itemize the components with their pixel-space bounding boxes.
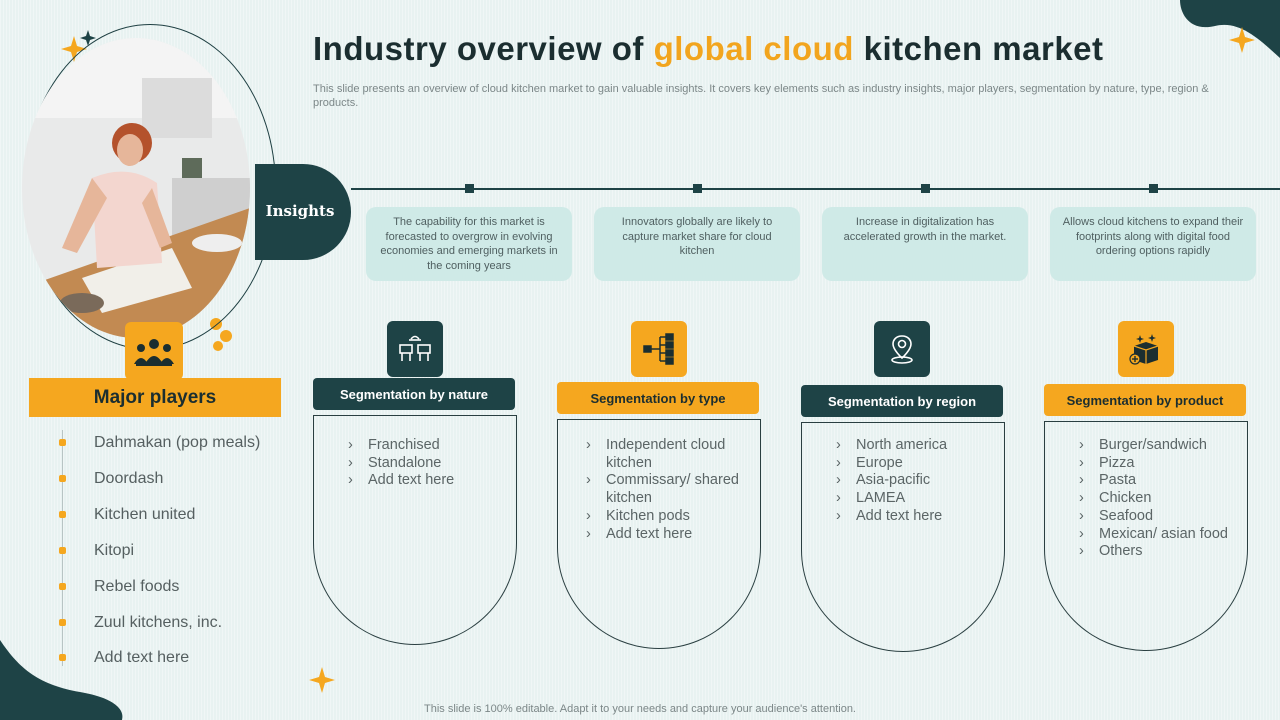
list-item: Pasta [1079, 472, 1239, 490]
major-player-item: Kitopi [94, 542, 135, 559]
major-player-item: Kitchen united [94, 506, 196, 523]
major-player-item: Add text here [94, 649, 190, 666]
bullet [59, 439, 66, 446]
major-player-item: Zuul kitchens, inc. [94, 614, 223, 631]
insights-timeline [351, 188, 1280, 190]
timeline-node [921, 184, 930, 193]
segment-heading-nature: Segmentation by nature [313, 378, 515, 410]
list-item: Standalone [348, 455, 508, 473]
page-title: Industry overview of global cloud kitche… [313, 30, 1104, 67]
timeline-node [1149, 184, 1158, 193]
segment-heading-product: Segmentation by product [1044, 384, 1246, 416]
page-subtitle: This slide presents an overview of cloud… [313, 83, 1209, 109]
list-item: Add text here [586, 526, 756, 544]
bullet [59, 511, 66, 518]
list-item: Burger/sandwich [1079, 437, 1239, 455]
list-item: Commissary/ shared kitchen [586, 472, 756, 507]
list-item: Add text here [836, 508, 996, 526]
sparkle-icon [309, 667, 335, 693]
bullet [59, 619, 66, 626]
restaurant-icon [387, 321, 443, 377]
segment-heading-type: Segmentation by type [557, 382, 759, 414]
segment-heading-region: Segmentation by region [801, 385, 1003, 417]
insight-card-4: Allows cloud kitchens to expand their fo… [1050, 207, 1256, 281]
list-item: Kitchen pods [586, 508, 756, 526]
list-item: Europe [836, 455, 996, 473]
major-player-item: Rebel foods [94, 578, 180, 595]
product-box-icon [1118, 321, 1174, 377]
team-icon [125, 322, 183, 380]
hierarchy-icon [631, 321, 687, 377]
bullet [59, 475, 66, 482]
major-player-item: Dahmakan (pop meals) [94, 434, 261, 451]
bullet [59, 654, 66, 661]
corner-decoration-bottom [0, 640, 123, 720]
list-item: North america [836, 437, 996, 455]
list-item: Seafood [1079, 508, 1239, 526]
major-players-heading: Major players [29, 378, 281, 417]
insights-tab [255, 164, 351, 260]
list-item: Others [1079, 543, 1239, 561]
timeline-node [693, 184, 702, 193]
timeline-node [465, 184, 474, 193]
bullet [59, 583, 66, 590]
kitchen-photo [22, 38, 250, 338]
insight-card-2: Innovators globally are likely to captur… [594, 207, 800, 281]
segment-list-nature: Franchised Standalone Add text here [313, 415, 517, 645]
title-highlight: global cloud [653, 30, 854, 67]
list-item: Asia-pacific [836, 472, 996, 490]
major-player-item: Doordash [94, 470, 164, 487]
location-pin-icon [874, 321, 930, 377]
list-item: Pizza [1079, 455, 1239, 473]
insight-card-3: Increase in digitalization has accelerat… [822, 207, 1028, 281]
corner-decoration-top [1180, 0, 1280, 58]
list-item: Independent cloud kitchen [586, 437, 756, 472]
list-item: LAMEA [836, 490, 996, 508]
segment-list-type: Independent cloud kitchen Commissary/ sh… [557, 419, 761, 649]
bullet [59, 547, 66, 554]
sparkle-icon [61, 30, 96, 62]
list-item: Franchised [348, 437, 508, 455]
footer-note: This slide is 100% editable. Adapt it to… [424, 703, 856, 715]
insights-label: Insights [265, 202, 335, 220]
list-item: Add text here [348, 472, 508, 490]
list-item: Chicken [1079, 490, 1239, 508]
segment-list-product: Burger/sandwich Pizza Pasta Chicken Seaf… [1044, 421, 1248, 651]
segment-list-region: North america Europe Asia-pacific LAMEA … [801, 422, 1005, 652]
list-item: Mexican/ asian food [1079, 526, 1239, 544]
insight-card-1: The capability for this market is foreca… [366, 207, 572, 281]
sparkle-icon [1229, 27, 1255, 53]
